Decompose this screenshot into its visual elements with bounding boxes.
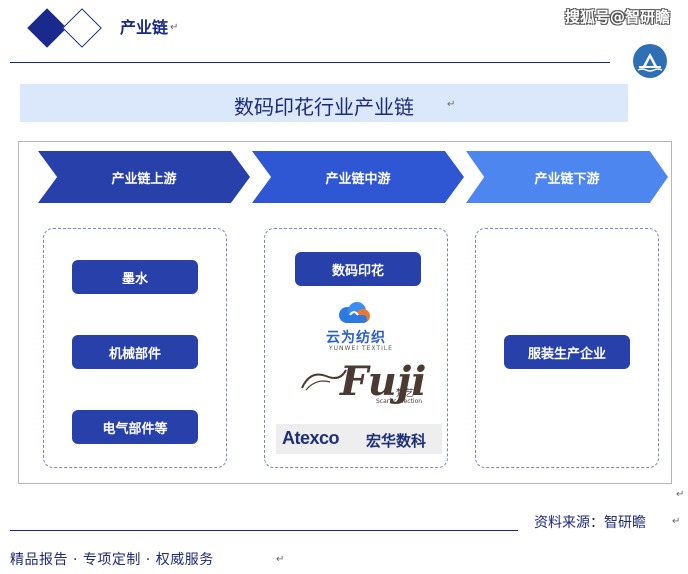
paragraph-mark: ↵ <box>672 516 681 527</box>
header-title: 产业链 <box>120 18 169 37</box>
diagram-title-bar: 数码印花行业产业链 <box>20 84 628 122</box>
yunwei-logo-text: 云为纺织 <box>326 330 386 346</box>
diagram-frame <box>18 141 672 484</box>
fuji-swirl-icon <box>300 366 350 398</box>
upstream-item-mechanical-parts: 机械部件 <box>72 335 198 369</box>
fuji-logo-subtext: Scarf collection <box>376 398 423 405</box>
stage-upstream: 产业链上游 <box>38 151 250 203</box>
watermark: 搜狐号@智研瞻 <box>565 8 671 26</box>
footer-rule <box>10 530 518 531</box>
source-note: 资料来源：智研瞻 <box>534 515 646 531</box>
stage-downstream: 产业链下游 <box>466 151 668 203</box>
paragraph-mark: ↵ <box>676 489 685 500</box>
atexco-logo: Atexco 宏华数科 <box>276 424 442 454</box>
midstream-item-digital-printing: 数码印花 <box>295 252 421 286</box>
midstream-column <box>264 228 448 468</box>
header-diamond-outline <box>62 8 102 48</box>
header-rule <box>10 62 610 63</box>
upstream-item-ink: 墨水 <box>72 260 198 294</box>
atexco-logo-en: Atexco <box>282 428 340 448</box>
fuji-logo-cn: 梵艺 <box>396 389 415 399</box>
yunwei-logo-subtext: YUNWEI TEXTILE <box>329 345 393 352</box>
header-diamond-filled <box>27 8 67 48</box>
paragraph-mark: ↵ <box>276 554 285 565</box>
upstream-column <box>43 228 227 468</box>
downstream-item-apparel-makers: 服装生产企业 <box>504 335 630 369</box>
diagram-title: 数码印花行业产业链 <box>234 95 414 119</box>
paragraph-mark: ↵ <box>170 22 179 33</box>
yunwei-cloud-icon <box>337 301 371 329</box>
upstream-item-electrical-parts: 电气部件等 <box>72 410 198 444</box>
downstream-column <box>475 228 659 468</box>
footer-slogan: 精品报告 · 专项定制 · 权威服务 <box>10 552 214 568</box>
fuji-logo-text: Fuji <box>340 358 427 405</box>
company-logo-icon <box>633 44 667 78</box>
paragraph-mark: ↵ <box>447 99 456 110</box>
atexco-logo-cn: 宏华数科 <box>366 432 427 450</box>
stage-midstream: 产业链中游 <box>252 151 464 203</box>
